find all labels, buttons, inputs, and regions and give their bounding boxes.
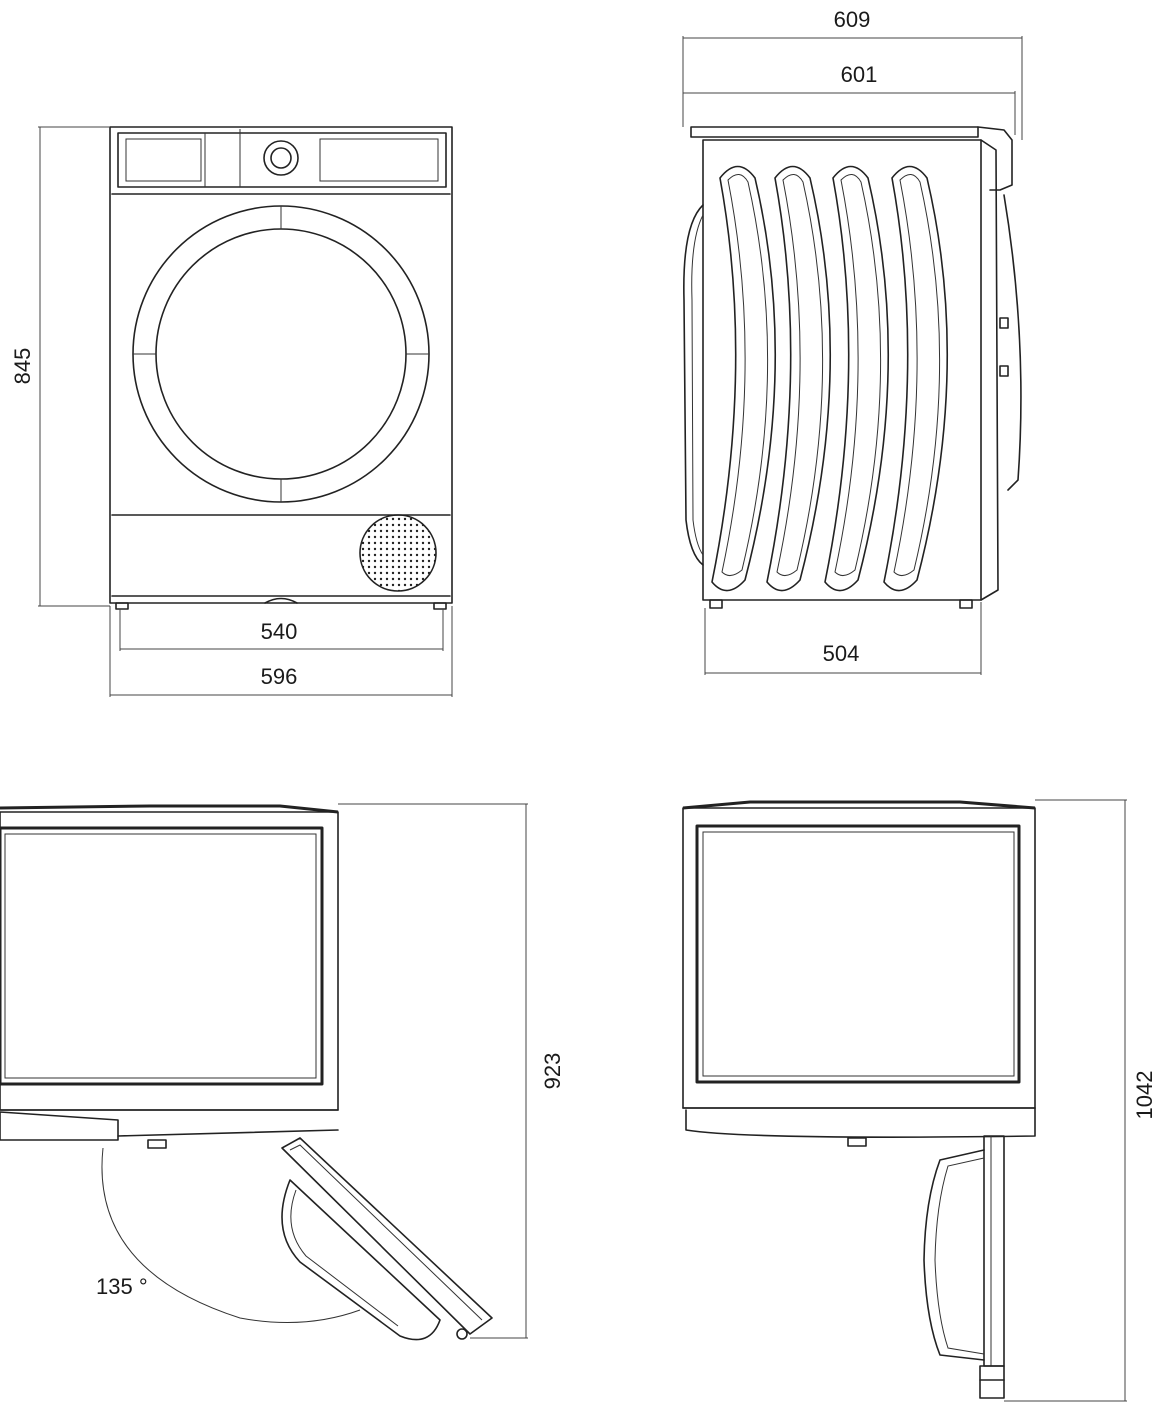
label-door-open-depth: 923 [540, 1053, 565, 1090]
dim-door-open-depth: 923 [338, 803, 565, 1339]
label-front-outer-width: 596 [261, 664, 298, 689]
label-side-body-depth: 601 [841, 62, 878, 87]
side-view [683, 126, 1022, 609]
label-side-total-depth: 609 [834, 7, 871, 32]
top-view-door-90 [682, 800, 1036, 1399]
dim-side-body-depth: 601 [683, 62, 1016, 135]
control-panel [117, 132, 447, 188]
front-view [109, 126, 453, 610]
dim-side-total-depth: 609 [682, 7, 1023, 140]
dim-front-inner-width: 540 [119, 609, 444, 651]
label-front-inner-width: 540 [261, 619, 298, 644]
door-porthole [132, 205, 430, 503]
dim-front-height: 845 [10, 126, 110, 607]
open-door-90 [923, 1135, 1005, 1399]
display-window [319, 138, 439, 182]
foot-left [115, 602, 129, 610]
foot-right [433, 602, 447, 610]
top-view-door-135: 135 ° [0, 804, 493, 1341]
label-door-90-depth: 1042 [1132, 1071, 1157, 1120]
label-front-height: 845 [10, 348, 35, 385]
dim-side-base-depth: 504 [704, 602, 982, 675]
front-body-outline [109, 126, 453, 604]
side-body-outline [702, 139, 982, 601]
vent-grille [359, 514, 437, 592]
label-side-base-depth: 504 [823, 641, 860, 666]
dim-front-outer-width: 596 [109, 606, 453, 697]
side-ribs [711, 165, 949, 592]
dim-door-90-depth: 1042 [1004, 799, 1157, 1402]
program-knob-icon [263, 140, 299, 176]
open-door-135 [281, 1137, 493, 1341]
label-door-angle: 135 ° [96, 1274, 148, 1299]
